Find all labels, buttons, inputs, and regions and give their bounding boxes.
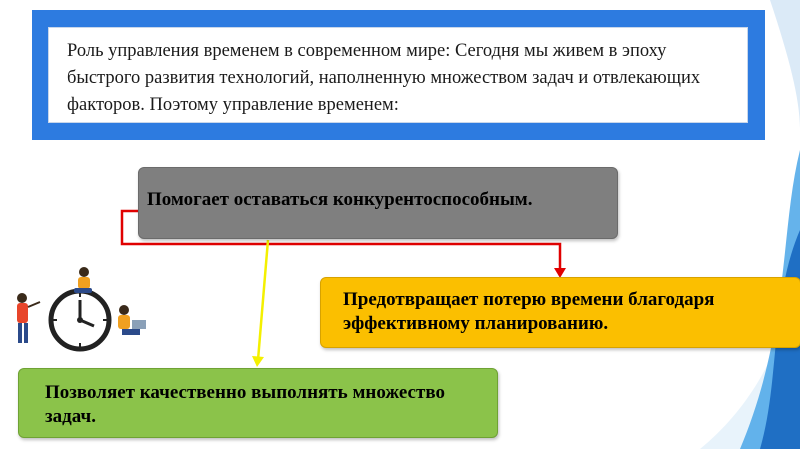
header-card: Роль управления временем в современном м… <box>48 27 748 123</box>
point-box-quality-tasks: Позволяет качественно выполнять множеств… <box>18 368 498 438</box>
point-text-prevent-time-loss: Предотвращает потерю времени благодаря э… <box>343 289 715 334</box>
yellow-connector-line <box>256 239 270 361</box>
point-text-quality-tasks: Позволяет качественно выполнять множеств… <box>45 382 445 427</box>
time-management-clock-people-icon <box>17 267 146 352</box>
point-text-competitive: Помогает оставаться конкурентоспособным. <box>147 189 533 210</box>
yellow-arrowhead <box>252 356 264 367</box>
header-text: Роль управления временем в современном м… <box>67 41 701 115</box>
point-box-prevent-time-loss: Предотвращает потерю времени благодаря э… <box>320 277 800 348</box>
point-box-competitive: Помогает оставаться конкурентоспособным. <box>138 167 618 239</box>
